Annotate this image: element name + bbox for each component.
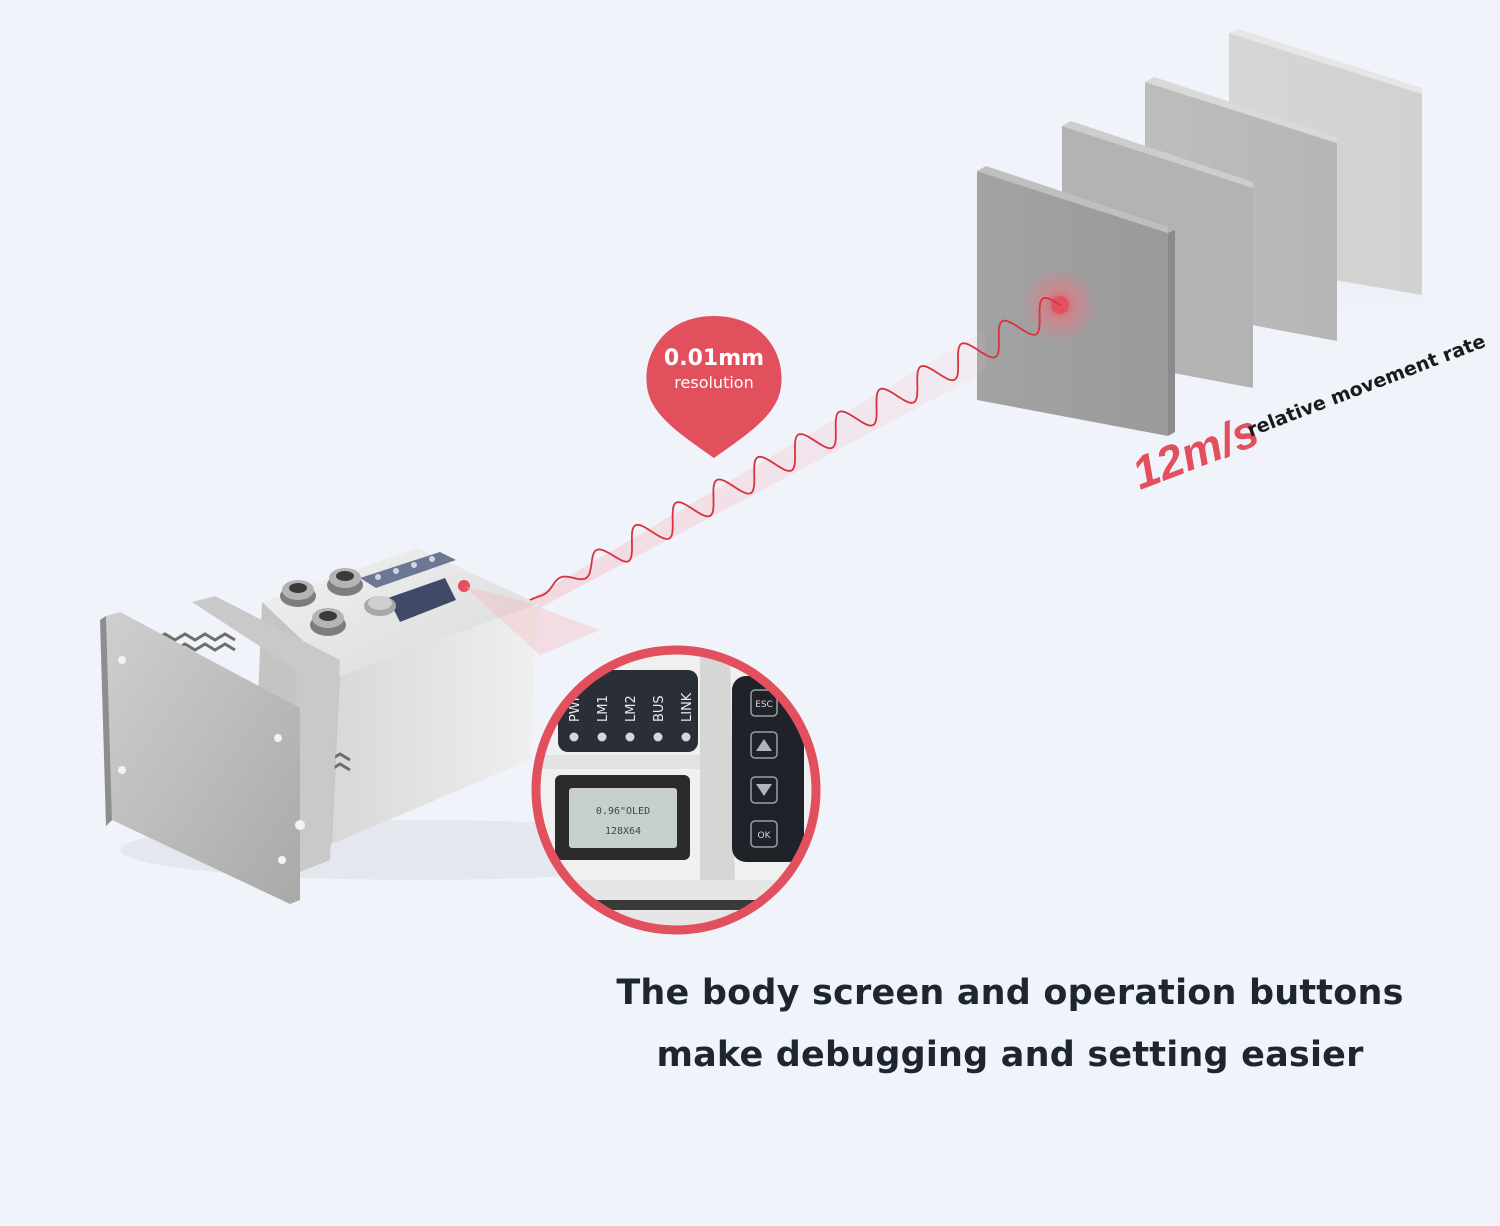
indicator-label-link: LINK [680, 692, 695, 722]
caption-line-2: make debugging and setting easier [656, 1035, 1364, 1075]
down-button[interactable] [750, 776, 778, 804]
speed-label: relative movement rate [1244, 330, 1488, 441]
indicator-led-lm2 [625, 732, 635, 742]
oled-screen [569, 788, 677, 848]
indicator-label-lm2: LM2 [624, 695, 639, 722]
up-button[interactable] [750, 731, 778, 759]
oled-line-1: 0.96"OLED [596, 806, 650, 817]
caption: The body screen and operation buttons ma… [500, 962, 1500, 1086]
laser-beam [522, 296, 1061, 612]
indicator-led-link [681, 732, 691, 742]
indicator-led-lm1 [597, 732, 607, 742]
indicator-panel [558, 670, 698, 752]
up-arrow-icon [756, 739, 772, 751]
oled-line-2: 128X64 [605, 826, 641, 837]
resolution-value: 0.01mm [664, 346, 764, 371]
m12-connector-middle [327, 568, 363, 596]
vent-cap [364, 596, 396, 616]
indicator-led-bus [653, 732, 663, 742]
m12-connector-front [310, 608, 346, 636]
laser-wave [529, 296, 1061, 601]
zoom-ring [531, 645, 821, 935]
ok-button-label: OK [758, 831, 772, 841]
m12-connector-left [280, 580, 316, 607]
indicator-label-lm1: LM1 [596, 695, 611, 722]
laser-emitter [458, 580, 470, 592]
resolution-callout-pin: 0.01mm resolution [646, 316, 782, 458]
esc-button[interactable]: ESC [750, 689, 778, 717]
ok-button[interactable]: OK [750, 820, 778, 848]
resolution-label: resolution [674, 373, 753, 392]
indicator-led-pwr [569, 732, 579, 742]
esc-button-label: ESC [755, 700, 773, 710]
indicator-label-bus: BUS [652, 695, 667, 722]
caption-line-1: The body screen and operation buttons [616, 973, 1404, 1013]
button-panel [732, 676, 804, 862]
mounting-plate [106, 612, 300, 904]
top-indicator-panel [388, 578, 456, 622]
down-arrow-icon [756, 784, 772, 796]
